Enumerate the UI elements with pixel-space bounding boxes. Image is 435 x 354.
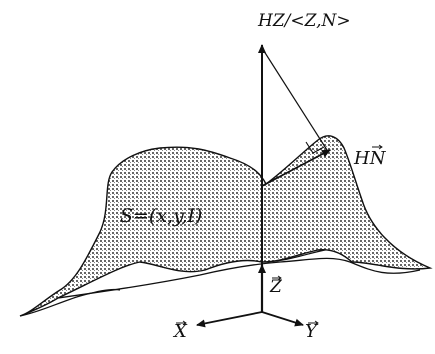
normal-vector [261, 149, 331, 187]
x-axis-line [196, 311, 263, 328]
surface-patch [19, 135, 433, 317]
surface-base-curve [57, 257, 421, 299]
normal-label-overarrow [372, 144, 383, 150]
z-axis-label: Z [269, 277, 283, 297]
right-angle-marker [305, 141, 325, 154]
y-label-overarrow [308, 320, 319, 326]
top-vector-label: HZ/<Z,N> [257, 11, 351, 31]
y-axis-label: Y [305, 321, 319, 342]
z-label-overarrow [272, 275, 282, 281]
y-axis-line [261, 311, 304, 327]
surface-label: S=(x,y,I) [120, 205, 202, 227]
projection-line [261, 47, 328, 151]
surface-tail-edge [19, 288, 121, 317]
x-label-overarrow [176, 320, 187, 326]
normal-label: HN [353, 148, 387, 169]
x-axis-label: X [172, 321, 188, 342]
